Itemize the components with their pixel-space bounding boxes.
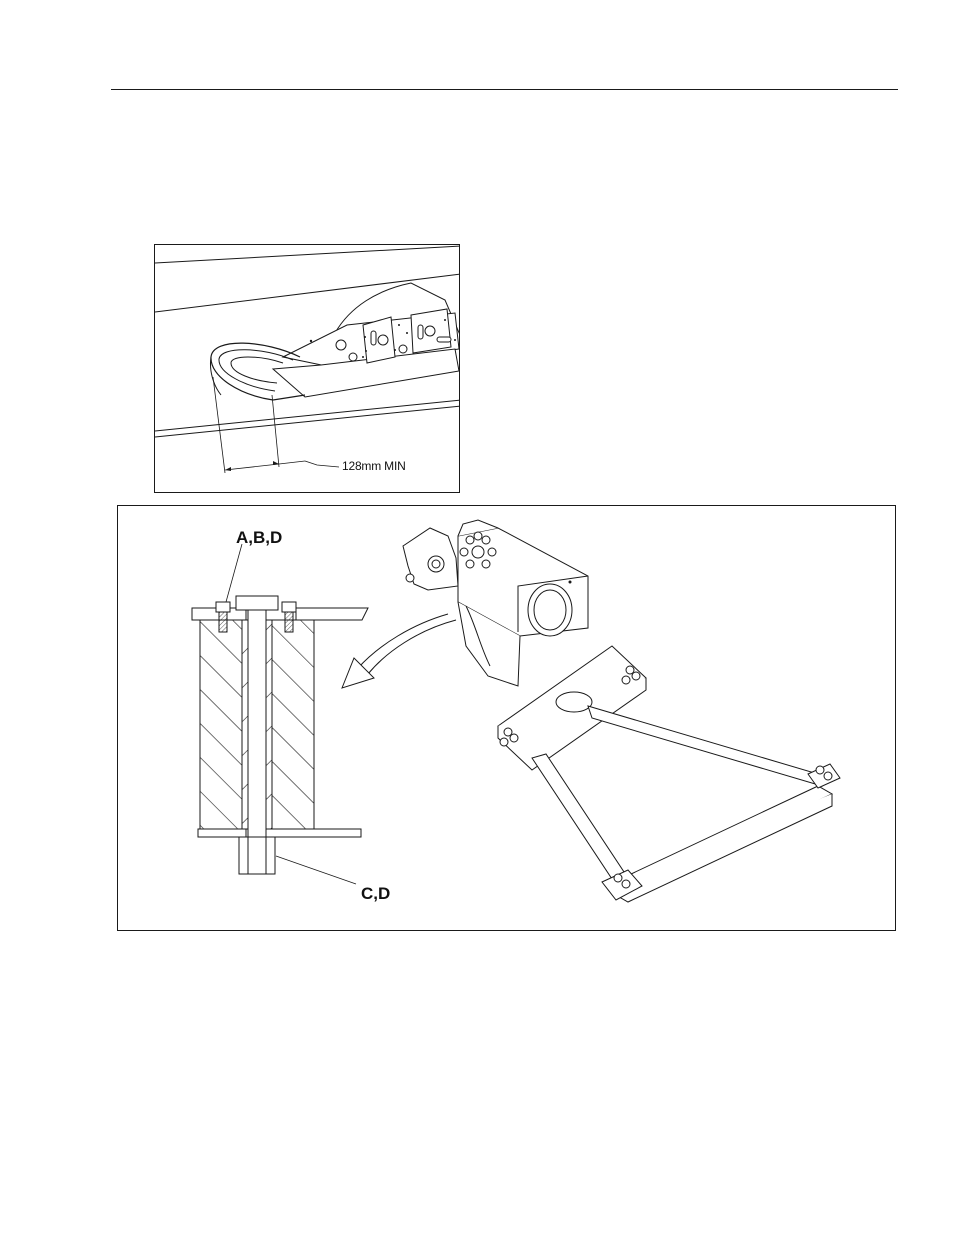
callout-cd: C,D — [361, 884, 390, 904]
clearance-detail-figure: 128mm MIN — [154, 244, 460, 493]
clearance-drawing — [155, 245, 460, 493]
frame-assembly — [403, 520, 840, 902]
clearance-dimension-label: 128mm MIN — [342, 459, 406, 473]
callout-abd: A,B,D — [236, 528, 282, 548]
header-rule — [111, 89, 898, 90]
assembly-figure: A,B,D C,D — [117, 505, 896, 931]
section-detail — [192, 544, 368, 884]
assembly-drawing — [118, 506, 896, 931]
